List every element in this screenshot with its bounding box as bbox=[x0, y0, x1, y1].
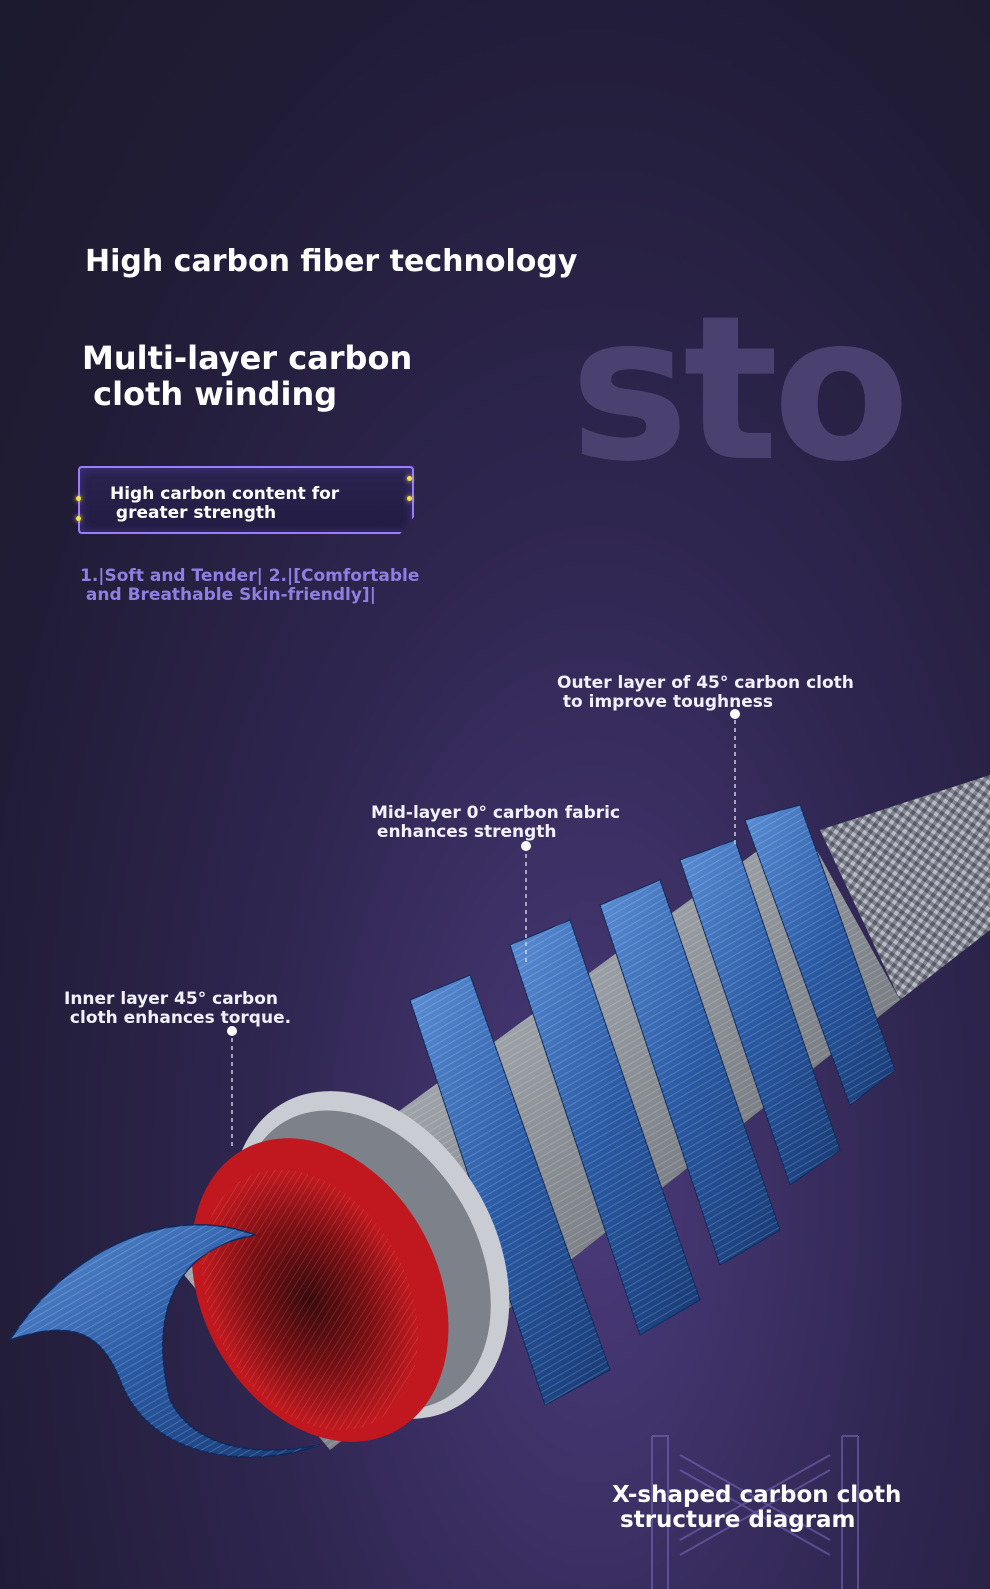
main-heading: High carbon fiber technology bbox=[85, 244, 578, 279]
callout-pin-inner bbox=[227, 1026, 237, 1036]
callout-pin-mid bbox=[521, 841, 531, 851]
highlight-badge bbox=[78, 466, 414, 534]
diagram-caption: X-shaped carbon cloth structure diagram bbox=[612, 1482, 902, 1533]
callout-outer-layer: Outer layer of 45° carbon cloth to impro… bbox=[557, 673, 854, 712]
watermark-text: sto bbox=[570, 273, 910, 506]
x-shape-outline-icon bbox=[651, 1435, 859, 1589]
badge-dot-icon bbox=[76, 516, 81, 521]
sub-heading: Multi-layer carbon cloth winding bbox=[82, 339, 413, 413]
feature-list: 1.|Soft and Tender| 2.|[Comfortable and … bbox=[80, 566, 420, 605]
badge-dot-icon bbox=[76, 496, 81, 501]
badge-text: High carbon content for greater strength bbox=[110, 484, 340, 523]
callout-mid-layer: Mid-layer 0° carbon fabric enhances stre… bbox=[371, 803, 621, 842]
badge-dot-icon bbox=[407, 496, 412, 501]
badge-dot-icon bbox=[407, 476, 412, 481]
callout-inner-layer: Inner layer 45° carbon cloth enhances to… bbox=[64, 989, 292, 1028]
callout-pin-outer bbox=[730, 709, 740, 719]
